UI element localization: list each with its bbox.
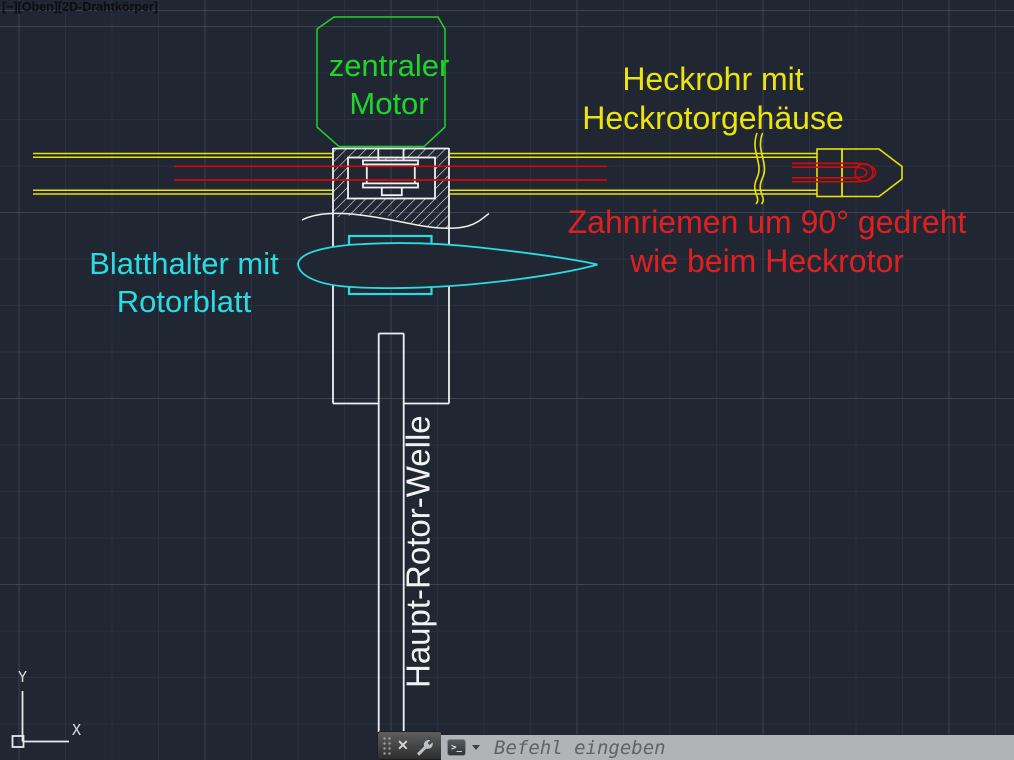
label-tail-boom[interactable]: Heckrohr mit Heckrotorgehäuse — [582, 61, 844, 136]
drive-belt[interactable] — [174, 162, 877, 183]
command-bar-controls: ✕ — [377, 731, 441, 760]
label-blade-holder[interactable]: Blatthalter mit Rotorblatt — [89, 246, 279, 319]
wrench-icon[interactable] — [415, 736, 435, 756]
hatch-fill — [333, 148, 449, 229]
ucs-icon[interactable] — [11, 691, 70, 748]
ucs-x-label: X — [72, 721, 82, 739]
command-bar: ✕ >_ — [377, 731, 1014, 760]
viewport-minimize-control[interactable]: [−] — [2, 0, 18, 14]
tail-pulley-circle — [854, 162, 874, 183]
break-symbol[interactable] — [753, 132, 766, 205]
viewport-controls: [−][Oben][2D-Drahtkörper] — [2, 0, 158, 14]
close-icon[interactable]: ✕ — [397, 737, 409, 753]
ucs-y-label: Y — [18, 668, 28, 686]
label-belt[interactable]: Zahnriemen um 90° gedreht wie beim Heckr… — [567, 204, 967, 279]
command-prompt-icon[interactable]: >_ — [447, 739, 466, 756]
bearing-block[interactable] — [301, 147, 490, 405]
rotor-blade[interactable] — [297, 242, 598, 289]
label-main-rotor-shaft[interactable]: Haupt-Rotor-Welle — [399, 415, 437, 689]
viewport-view-control[interactable]: [Oben] — [17, 0, 58, 14]
tail-gearbox[interactable] — [816, 148, 903, 198]
command-input-area: >_ — [441, 735, 1014, 760]
dropdown-arrow-icon[interactable] — [472, 745, 480, 750]
command-input[interactable] — [492, 735, 1014, 760]
drag-grip-handle[interactable] — [381, 735, 392, 756]
motor-outline[interactable] — [316, 16, 446, 148]
viewport-visual-style-control[interactable]: [2D-Drahtkörper] — [57, 0, 158, 14]
tail-boom[interactable] — [33, 152, 817, 195]
main-shaft[interactable] — [377, 332, 405, 745]
label-central-motor[interactable]: zentraler Motor — [328, 48, 450, 121]
